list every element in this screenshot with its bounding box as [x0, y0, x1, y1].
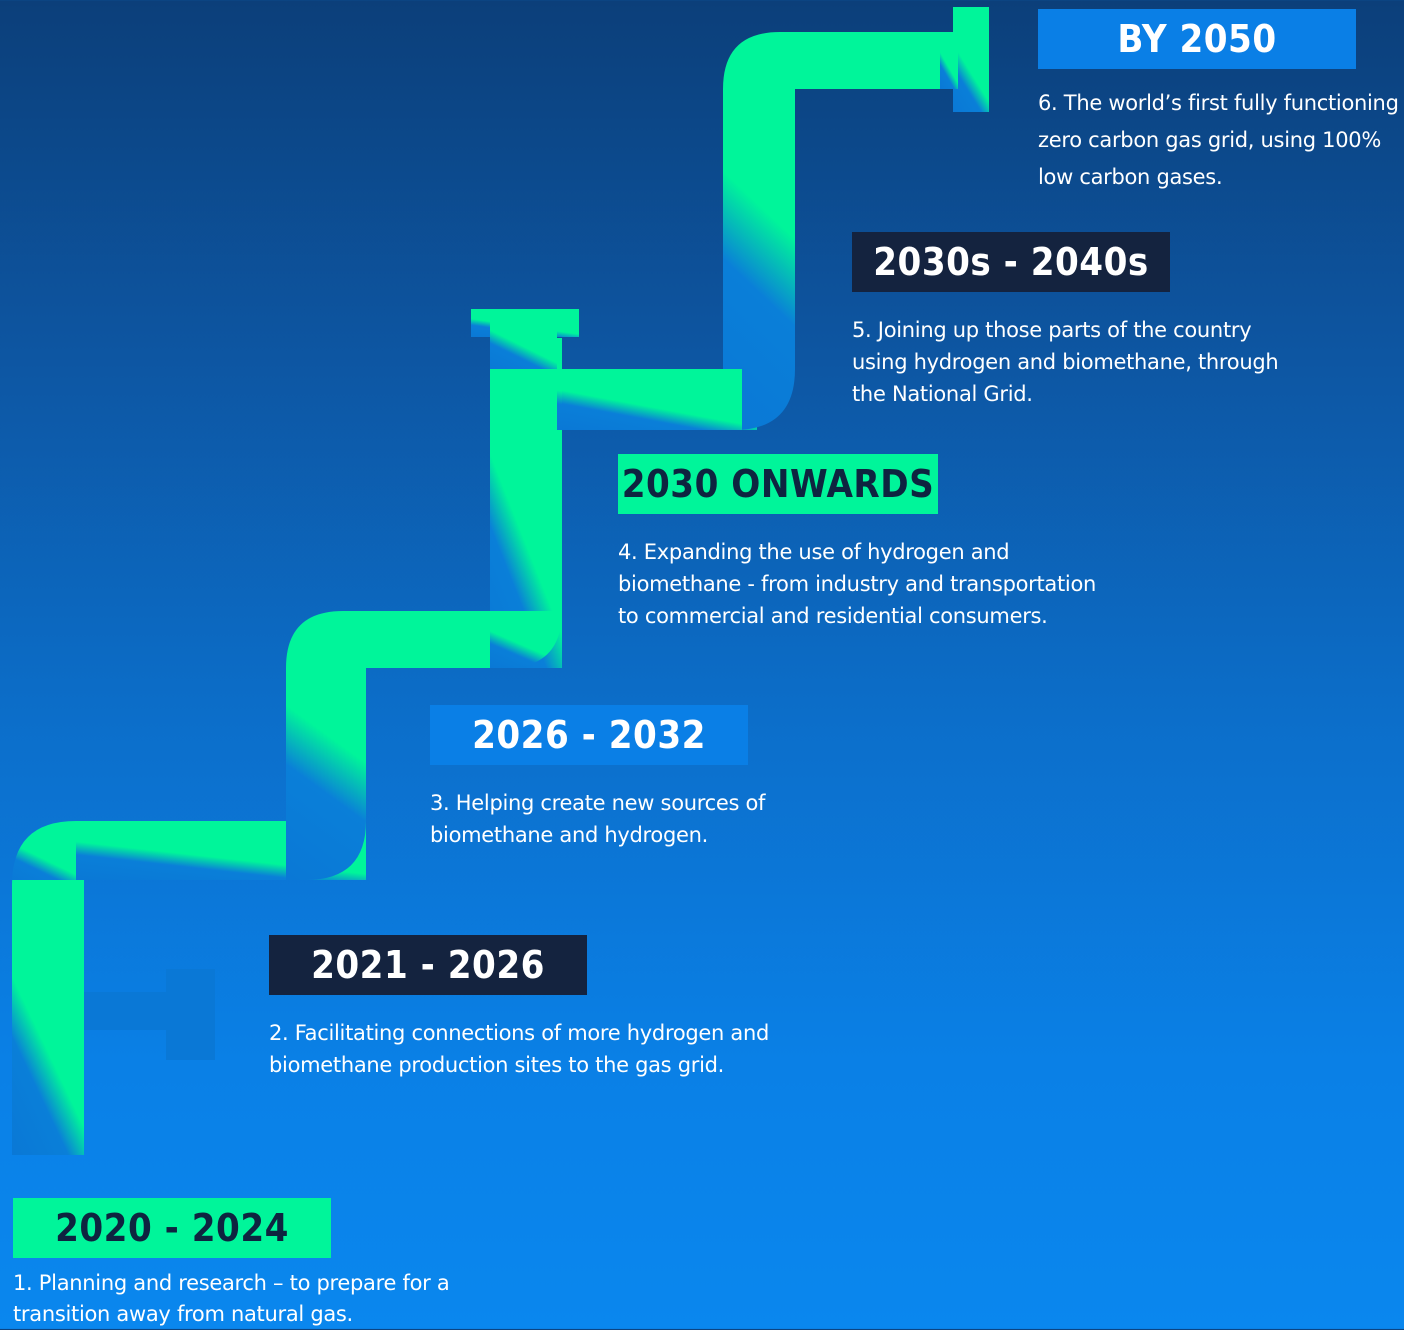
pipe-outlet-top	[953, 7, 989, 112]
stage-3: 2026 - 2032 3. Helping create new source…	[430, 705, 765, 851]
pipe-elbow-2	[286, 611, 490, 880]
pipe-branch-lower	[84, 992, 169, 1030]
stage-2-line-2: biomethane production sites to the gas g…	[269, 1053, 725, 1077]
stage-1-label: 2020 - 2024	[13, 1198, 331, 1258]
stage-1-line-1: 1. Planning and research – to prepare fo…	[13, 1271, 450, 1295]
stage-4: 2030 ONWARDS 4. Expanding the use of hyd…	[618, 454, 1096, 632]
stage-2: 2021 - 2026 2. Facilitating connections …	[269, 935, 769, 1081]
stage-5-line-2: using hydrogen and biomethane, through	[852, 350, 1279, 374]
stage-2-line-1: 2. Facilitating connections of more hydr…	[269, 1021, 770, 1045]
pipe-elbow-4	[723, 32, 955, 430]
stage-4-line-1: 4. Expanding the use of hydrogen and	[618, 540, 1010, 564]
pipe-elbow-1	[12, 821, 84, 885]
stage-6: BY 2050 6. The world’s first fully funct…	[1038, 9, 1399, 196]
pipe-elbow-3	[490, 611, 562, 668]
stage-5-description: 5. Joining up those parts of the country…	[852, 314, 1279, 410]
stage-1-description: 1. Planning and research – to prepare fo…	[13, 1268, 450, 1330]
stage-5: 2030s - 2040s 5. Joining up those parts …	[852, 232, 1279, 410]
stage-6-line-2: zero carbon gas grid, using 100%	[1038, 128, 1381, 152]
stage-4-description: 4. Expanding the use of hydrogen and bio…	[618, 536, 1096, 632]
stage-5-line-1: 5. Joining up those parts of the country	[852, 318, 1252, 342]
stage-4-label: 2030 ONWARDS	[618, 454, 938, 514]
stage-4-line-3: to commercial and residential consumers.	[618, 604, 1048, 628]
stage-6-description: 6. The world’s first fully functioning z…	[1038, 85, 1399, 196]
stage-1: 2020 - 2024 1. Planning and research – t…	[13, 1198, 450, 1330]
stage-3-line-2: biomethane and hydrogen.	[430, 823, 709, 847]
stage-2-description: 2. Facilitating connections of more hydr…	[269, 1017, 769, 1081]
stage-5-label: 2030s - 2040s	[852, 232, 1170, 292]
stage-1-line-2: transition away from natural gas.	[13, 1302, 353, 1326]
stage-3-description: 3. Helping create new sources of biometh…	[430, 787, 765, 851]
stage-6-label: BY 2050	[1038, 9, 1356, 69]
stage-3-label: 2026 - 2032	[430, 705, 748, 765]
stage-3-line-1: 3. Helping create new sources of	[430, 791, 766, 815]
stage-2-label: 2021 - 2026	[269, 935, 587, 995]
stage-4-line-2: biomethane - from industry and transport…	[618, 572, 1097, 596]
stage-6-line-3: low carbon gases.	[1038, 165, 1223, 189]
pipe-cap-lower	[166, 969, 215, 1060]
stage-6-line-1: 6. The world’s first fully functioning	[1038, 91, 1399, 115]
pipe-outlet-bottom	[12, 880, 84, 1155]
stage-5-line-3: the National Grid.	[852, 382, 1033, 406]
